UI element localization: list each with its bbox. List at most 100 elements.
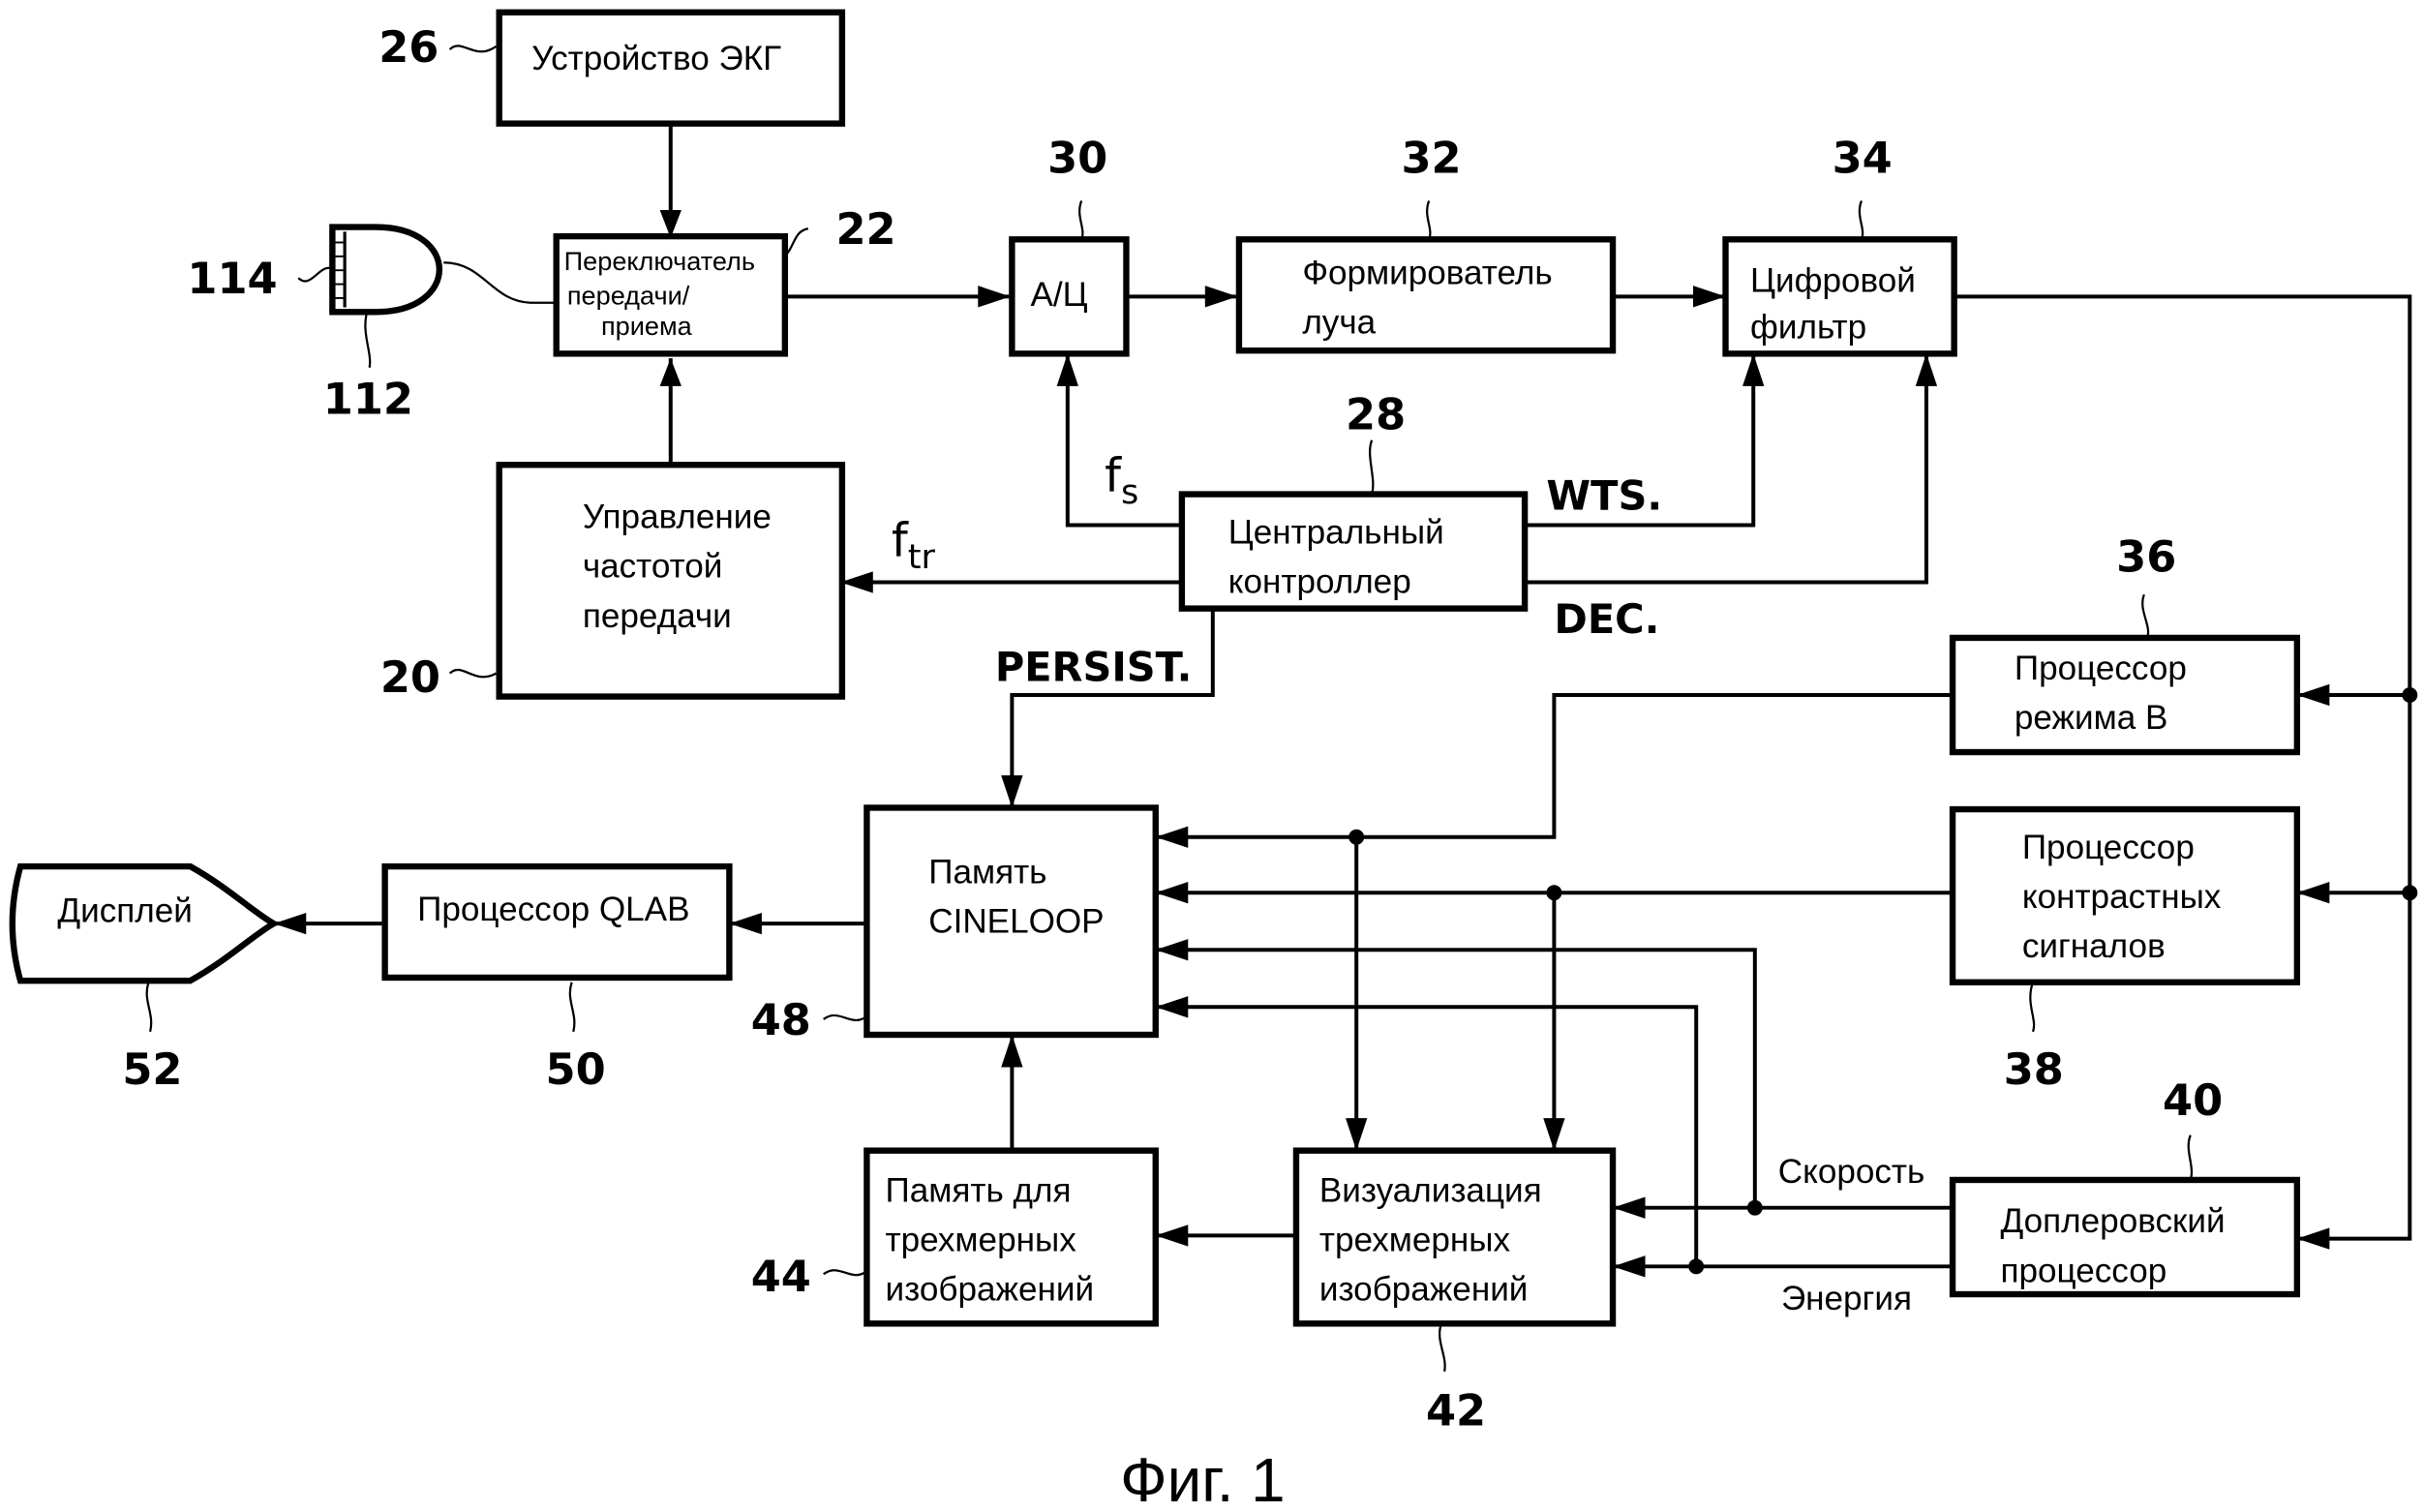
reference-number: 36 [2116, 531, 2176, 582]
block-label: Устройство ЭКГ [531, 40, 781, 77]
block-display: Дисплей 52 [13, 866, 274, 1095]
block-label: частотой [583, 548, 723, 586]
signal-velocity: Скорость [1778, 1153, 1925, 1191]
block-label: Переключатель [564, 246, 755, 276]
block-contrast-processor: Процессор контрастных сигналов 38 [1953, 809, 2297, 1095]
arrowhead [1693, 286, 1726, 307]
reference-number: 42 [1426, 1386, 1486, 1436]
ultrasound-probe: 114 112 [187, 227, 439, 425]
block-central-controller: Центральный контроллер 28 [1182, 390, 1525, 609]
arrowhead [1001, 1035, 1022, 1068]
arrowhead [978, 286, 1011, 307]
arrowhead [1613, 1255, 1646, 1277]
block-label: трехмерных [886, 1221, 1077, 1258]
dec-line [1525, 355, 1926, 583]
block-label: трехмерных [1319, 1221, 1511, 1258]
block-label: Центральный [1228, 514, 1444, 552]
signal-ftr: ftr [892, 514, 936, 577]
probe-cable [443, 262, 555, 302]
block-label: Доплеровский [2001, 1202, 2226, 1240]
reference-number: 28 [1346, 390, 1406, 440]
block-doppler-processor: Доплеровский процессор 40 [1953, 1075, 2297, 1294]
reference-number: 44 [751, 1252, 811, 1302]
junction-dot [1747, 1200, 1763, 1216]
figure-caption: Фиг. 1 [1120, 1445, 1286, 1512]
junction-dot [1688, 1258, 1704, 1274]
arrowhead [1742, 353, 1764, 386]
reference-number: 26 [379, 22, 439, 73]
block-adc: А/Ц 30 [1012, 134, 1126, 354]
block-label: Управление [583, 499, 772, 536]
arrowhead [1543, 1118, 1564, 1151]
block-label: Память для [886, 1171, 1072, 1209]
block-label: передачи [583, 597, 732, 635]
block-label: приема [601, 311, 693, 341]
block-beamformer: Формирователь луча 32 [1239, 134, 1613, 350]
block-label: CINELOOP [928, 903, 1104, 941]
block-tx-rx-switch: Переключатель передачи/ приема 22 [557, 204, 896, 353]
reference-number: 22 [835, 204, 895, 255]
arrowhead [1156, 827, 1189, 848]
block-cineloop-memory: Память CINELOOP 48 [751, 807, 1156, 1045]
arrowhead [840, 571, 873, 592]
reference-number: 114 [187, 254, 277, 304]
block-label: Формирователь [1302, 255, 1552, 292]
block-label: изображений [886, 1270, 1095, 1308]
block-label: изображений [1319, 1270, 1529, 1308]
arrowhead [1346, 1118, 1367, 1151]
block-volume-renderer: Визуализация трехмерных изображений 42 [1296, 1151, 1613, 1436]
block-label: луча [1302, 304, 1376, 342]
arrowhead [1001, 775, 1022, 808]
arrowhead [729, 913, 762, 934]
arrowhead [1613, 1197, 1646, 1219]
arrowhead [1156, 996, 1189, 1017]
signal-wts: WTS. [1546, 472, 1662, 520]
block-ecg-device: Устройство ЭКГ 26 [379, 13, 842, 124]
block-label: фильтр [1750, 308, 1866, 346]
block-label: Процессор QLAB [417, 891, 689, 928]
arrowhead [1156, 939, 1189, 960]
reference-number: 52 [122, 1044, 182, 1095]
block-label: контроллер [1228, 563, 1411, 601]
junction-dot [1546, 885, 1561, 900]
signal-energy: Энергия [1781, 1280, 1912, 1317]
bmode-to-cineloop [1156, 695, 1953, 837]
signal-persist: PERSIST. [995, 644, 1193, 691]
block-label: передачи/ [567, 280, 690, 310]
block-bmode-processor: Процессор режима В 36 [1953, 531, 2297, 752]
arrowhead [2297, 1227, 2330, 1249]
reference-number: 40 [2163, 1075, 2223, 1126]
block-label: Дисплей [57, 892, 193, 930]
reference-number: 48 [751, 995, 811, 1045]
arrowhead [2297, 684, 2330, 706]
reference-number: 38 [2004, 1044, 2064, 1095]
block-label: сигналов [2022, 927, 2166, 965]
arrowhead [1057, 353, 1078, 386]
reference-number: 30 [1047, 134, 1107, 184]
arrowhead [1156, 882, 1189, 903]
block-label: А/Ц [1031, 276, 1088, 314]
probe-icon [332, 227, 439, 313]
arrowhead [1916, 353, 1937, 386]
block-digital-filter: Цифровой фильтр 34 [1726, 134, 1954, 354]
persist-line [1012, 609, 1212, 806]
block-label: Визуализация [1319, 1171, 1542, 1209]
block-label: Цифровой [1750, 262, 1916, 300]
arrowhead [1156, 1225, 1189, 1246]
block-label: процессор [2001, 1252, 2167, 1289]
reference-number: 20 [380, 652, 440, 703]
arrowhead [2297, 882, 2330, 903]
reference-number: 34 [1833, 134, 1893, 184]
signal-dec: DEC. [1554, 595, 1659, 643]
block-label: контрастных [2022, 878, 2222, 916]
block-qlab-processor: Процессор QLAB 50 [385, 866, 730, 1095]
block-label: Память [928, 854, 1046, 892]
junction-dot [2402, 885, 2417, 900]
signal-fs: fs [1105, 449, 1138, 512]
reference-number: 112 [323, 375, 413, 425]
block-label: Процессор [2015, 650, 2187, 687]
reference-number: 32 [1401, 134, 1461, 184]
junction-dot [2402, 687, 2417, 703]
reference-number: 50 [546, 1044, 606, 1095]
